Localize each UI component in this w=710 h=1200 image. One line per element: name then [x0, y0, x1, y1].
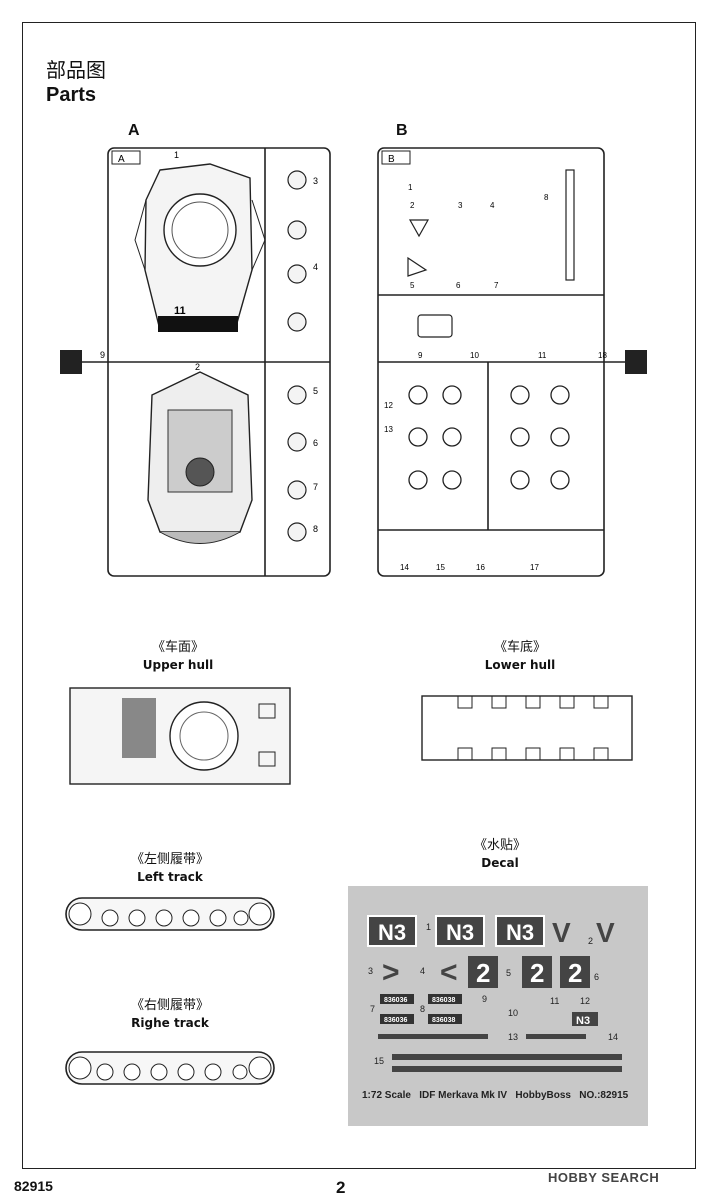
right-track-caption: 《右侧履带》 Righe track — [130, 998, 209, 1030]
right-track-drawing — [65, 1051, 275, 1085]
svg-text:14: 14 — [608, 1032, 618, 1042]
svg-text:N3: N3 — [446, 920, 474, 945]
svg-text:2: 2 — [588, 936, 593, 946]
svg-text:8: 8 — [544, 193, 549, 202]
svg-text:2: 2 — [410, 201, 415, 210]
svg-text:9: 9 — [100, 350, 105, 360]
svg-text:2: 2 — [530, 958, 544, 988]
page-number: 2 — [336, 1178, 346, 1197]
svg-text:836038: 836038 — [432, 1017, 455, 1024]
lower-hull-caption: 《车底》 Lower hull — [484, 640, 556, 672]
left-track-caption: 《左侧履带》 Left track — [130, 852, 209, 884]
svg-text:N3: N3 — [378, 920, 406, 945]
svg-text:<: < — [440, 956, 458, 989]
svg-text:11: 11 — [550, 996, 559, 1006]
svg-text:15: 15 — [374, 1056, 384, 1066]
page-border — [22, 22, 696, 1169]
svg-text:836038: 836038 — [432, 997, 455, 1004]
svg-text:3: 3 — [368, 966, 373, 976]
svg-text:>: > — [382, 956, 400, 989]
svg-text:13: 13 — [384, 425, 393, 434]
svg-text:14: 14 — [400, 563, 409, 572]
decal-sheet: N3 N3 N3 V V > < 2 2 2 N3 836036 836038 … — [348, 886, 648, 1126]
svg-text:8: 8 — [420, 1004, 425, 1014]
svg-text:6: 6 — [313, 438, 318, 448]
svg-text:N3: N3 — [576, 1015, 590, 1027]
svg-text:5: 5 — [506, 968, 511, 978]
svg-text:11: 11 — [538, 351, 547, 360]
svg-text:1: 1 — [426, 922, 431, 932]
svg-text:1: 1 — [174, 150, 179, 160]
decal-caption: 《水贴》 Decal — [473, 838, 526, 870]
svg-text:6: 6 — [456, 281, 461, 290]
svg-text:12: 12 — [580, 996, 590, 1006]
svg-text:2: 2 — [476, 958, 490, 988]
sprue-b-label: B — [396, 122, 408, 139]
svg-text:V: V — [552, 917, 571, 948]
svg-text:10: 10 — [470, 351, 479, 360]
watermark-logo: HOBBY SEARCH — [548, 1170, 660, 1185]
svg-text:6: 6 — [594, 972, 599, 982]
svg-text:7: 7 — [370, 1004, 375, 1014]
svg-text:N3: N3 — [506, 920, 534, 945]
svg-text:836036: 836036 — [384, 997, 407, 1004]
svg-text:1: 1 — [408, 183, 413, 192]
hull-badge: 11 — [174, 305, 186, 317]
svg-text:17: 17 — [530, 563, 539, 572]
left-track-drawing — [65, 897, 275, 931]
svg-text:836036: 836036 — [384, 1017, 407, 1024]
sprue-a-label: A — [128, 122, 140, 139]
svg-text:10: 10 — [508, 1008, 518, 1018]
svg-text:2: 2 — [195, 362, 200, 372]
svg-text:2: 2 — [568, 958, 582, 988]
svg-text:4: 4 — [490, 201, 495, 210]
svg-text:8: 8 — [313, 524, 318, 534]
svg-text:4: 4 — [313, 262, 318, 272]
svg-text:12: 12 — [384, 401, 393, 410]
svg-text:13: 13 — [508, 1032, 518, 1042]
parts-title-cn: 部品图 — [46, 58, 106, 82]
sprue-b-tag: B — [388, 154, 395, 165]
svg-text:5: 5 — [410, 281, 415, 290]
upper-hull-drawing — [69, 687, 291, 785]
svg-text:15: 15 — [436, 563, 445, 572]
svg-text:16: 16 — [476, 563, 485, 572]
sprue-a-diagram: A 11 1 2 3 4 5 6 7 8 9 — [60, 147, 331, 577]
svg-text:3: 3 — [313, 176, 318, 186]
product-code: 82915 — [14, 1178, 53, 1194]
svg-text:5: 5 — [313, 386, 318, 396]
decal-marks: N3 N3 N3 V V > < 2 2 2 N3 836036 836038 … — [367, 915, 622, 1072]
svg-text:V: V — [596, 917, 615, 948]
svg-text:9: 9 — [418, 351, 423, 360]
svg-text:4: 4 — [420, 966, 425, 976]
decal-sheet-caption: 1:72 Scale IDF Merkava Mk IV HobbyBoss N… — [362, 1090, 629, 1101]
svg-text:7: 7 — [494, 281, 499, 290]
upper-hull-caption: 《车面》 Upper hull — [142, 640, 214, 672]
svg-text:9: 9 — [482, 994, 487, 1004]
sprue-a-tag: A — [118, 154, 125, 165]
parts-title-en: Parts — [46, 84, 97, 106]
lower-hull-drawing — [421, 695, 633, 761]
svg-text:18: 18 — [598, 351, 607, 360]
svg-text:7: 7 — [313, 482, 318, 492]
svg-text:3: 3 — [458, 201, 463, 210]
